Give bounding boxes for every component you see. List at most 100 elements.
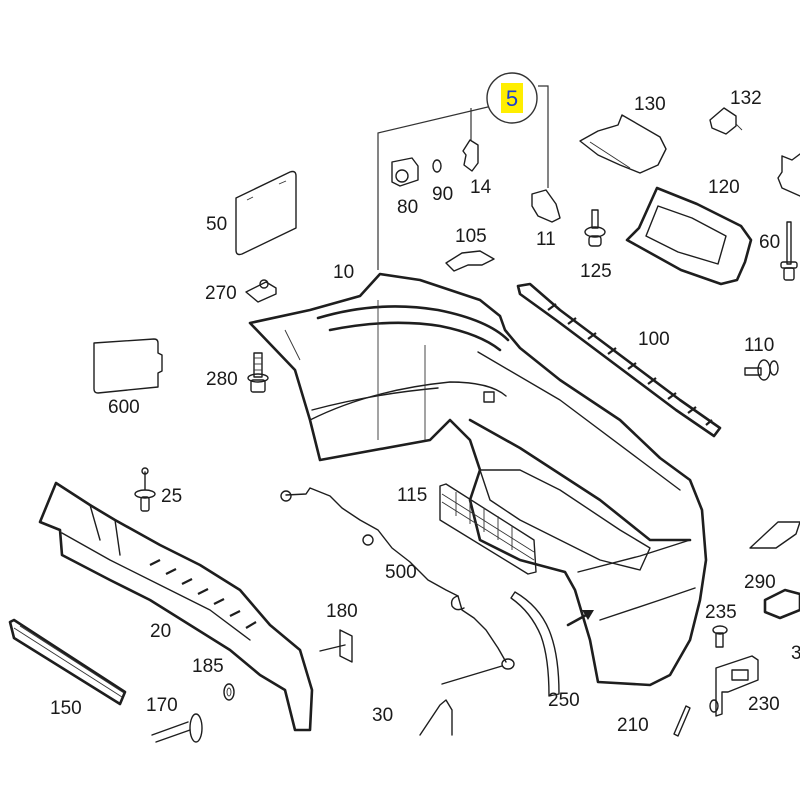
part-150[interactable]: 150 150 xyxy=(8,618,127,719)
bolt-head-icon xyxy=(250,379,266,393)
part-250[interactable]: 250 xyxy=(510,591,580,711)
part-label-290: 290 xyxy=(744,572,776,593)
stud-plate-pin xyxy=(319,644,346,652)
part-10[interactable]: 10 xyxy=(248,272,708,687)
part-label-180: 180 xyxy=(326,601,358,622)
bumper-mid-line xyxy=(309,381,507,421)
pin-rivet-body-icon xyxy=(783,267,795,281)
part-132[interactable]: 132 xyxy=(709,88,762,135)
exhaust-cover-edge xyxy=(589,141,631,169)
part-125[interactable]: 125 xyxy=(580,209,612,282)
part-label-185: 185 xyxy=(192,656,224,677)
part-115[interactable]: 115 xyxy=(397,483,537,575)
part-label-105: 105 xyxy=(455,226,487,247)
part-130[interactable]: 130 xyxy=(579,94,667,174)
part-170[interactable]: 170 xyxy=(146,695,203,743)
part-270[interactable]: 270 xyxy=(205,279,277,304)
part-290[interactable]: 290 xyxy=(744,521,800,620)
direction-arrow xyxy=(566,610,594,627)
arrow-shaft xyxy=(566,612,590,627)
part-label-partial-3: 3 xyxy=(791,643,800,664)
exhaust-cover-icon xyxy=(579,114,667,174)
part-80[interactable]: 80 xyxy=(391,157,419,218)
bumper-upper-crease xyxy=(316,305,510,342)
panel-slot-2 xyxy=(278,180,287,185)
callout-5[interactable]: 5 xyxy=(377,72,549,270)
mounting-bracket-clip xyxy=(709,699,719,713)
push-rivet-head-icon xyxy=(134,489,156,499)
guide-bracket-top-icon xyxy=(749,521,800,549)
part-25[interactable]: 25 xyxy=(134,467,182,512)
part-30[interactable]: 30 30 xyxy=(372,699,453,736)
part-105[interactable]: 105 xyxy=(445,226,495,272)
washer-hole xyxy=(226,687,232,697)
part-210[interactable]: 210 xyxy=(617,705,691,737)
part-label-600: 600 xyxy=(108,397,140,418)
spacer-sleeve-flange-icon xyxy=(189,713,203,743)
part-label-trim-strip: 100 xyxy=(638,329,670,350)
mounting-bracket-window xyxy=(731,669,749,681)
spring-nut-hole xyxy=(259,279,269,289)
bumper-upper-crease-2 xyxy=(328,321,502,352)
part-label-lower-grille: 150 xyxy=(50,698,82,719)
bracket-clip-icon xyxy=(531,189,561,223)
impact-beam-hatch xyxy=(149,559,257,629)
part-label-mounting-bracket: 230 xyxy=(748,694,780,715)
bumper-corner-end xyxy=(577,539,696,621)
sensor-lens-icon xyxy=(395,169,409,183)
part-100[interactable]: 100 100 xyxy=(516,282,722,438)
part-11[interactable]: 11 xyxy=(531,189,561,250)
wiring-harness-icon xyxy=(285,487,507,663)
harness-connector-2 xyxy=(362,534,374,546)
bumper-sensor-opening xyxy=(483,391,495,403)
part-label-bumper-cover: 10 xyxy=(333,262,354,283)
rivet-base-icon xyxy=(588,235,602,247)
washer-icon xyxy=(223,683,235,701)
impact-beam-inner-1 xyxy=(61,532,251,641)
part-60[interactable]: 60 xyxy=(759,221,798,281)
exhaust-frame-inner xyxy=(645,205,727,265)
part-280[interactable]: 280 xyxy=(206,352,269,393)
control-unit-icon xyxy=(93,338,163,394)
part-230[interactable]: 235 230 xyxy=(709,655,780,717)
sensor-icon xyxy=(391,157,419,187)
clip-nut-pin xyxy=(735,123,743,131)
part-label-270: 270 xyxy=(205,283,237,304)
mounting-bracket-icon xyxy=(715,655,759,717)
harness-tail xyxy=(441,665,503,685)
part-label-130: 130 xyxy=(634,94,666,115)
part-600[interactable]: 600 xyxy=(93,338,163,418)
part-label-screw: 235 xyxy=(705,602,737,623)
arrow-head-icon xyxy=(582,610,594,620)
side-bracket-icon xyxy=(419,699,453,736)
part-label-280: 280 xyxy=(206,369,238,390)
part-20[interactable]: 20 xyxy=(38,481,314,732)
lower-grille-line-2 xyxy=(19,625,125,694)
part-label-132: 132 xyxy=(730,88,762,109)
bumper-lower-edge xyxy=(468,418,692,542)
clip-icon xyxy=(462,139,479,172)
part-180[interactable]: 180 xyxy=(319,601,358,663)
rivet-head-icon xyxy=(584,226,606,238)
screw-head-icon xyxy=(712,625,728,635)
part-500[interactable]: 500 xyxy=(280,487,515,685)
part-110[interactable]: 110 xyxy=(744,335,779,381)
impact-beam-inner-2 xyxy=(89,504,121,556)
bumper-rib-3 xyxy=(284,329,301,361)
part-90[interactable]: 90 xyxy=(432,159,453,205)
side-trim-icon xyxy=(673,705,691,737)
part-14[interactable]: 14 xyxy=(462,139,492,198)
part-label-80: 80 xyxy=(397,197,418,218)
bolt-flange-icon xyxy=(247,373,269,383)
push-rivet-body-icon xyxy=(140,496,150,512)
trim-strip-icon xyxy=(516,282,722,438)
rivet-shaft-icon xyxy=(591,209,599,229)
part-label-210: 210 xyxy=(617,715,649,736)
part-185[interactable]: 185 xyxy=(192,656,235,701)
part-50[interactable]: 50 xyxy=(206,170,297,256)
part-120[interactable]: 120 xyxy=(625,177,753,286)
part-label-50: 50 xyxy=(206,214,227,235)
part-235[interactable]: 250 235 xyxy=(705,602,737,648)
bumper-center-line xyxy=(477,351,681,491)
part-label-90: 90 xyxy=(432,184,453,205)
